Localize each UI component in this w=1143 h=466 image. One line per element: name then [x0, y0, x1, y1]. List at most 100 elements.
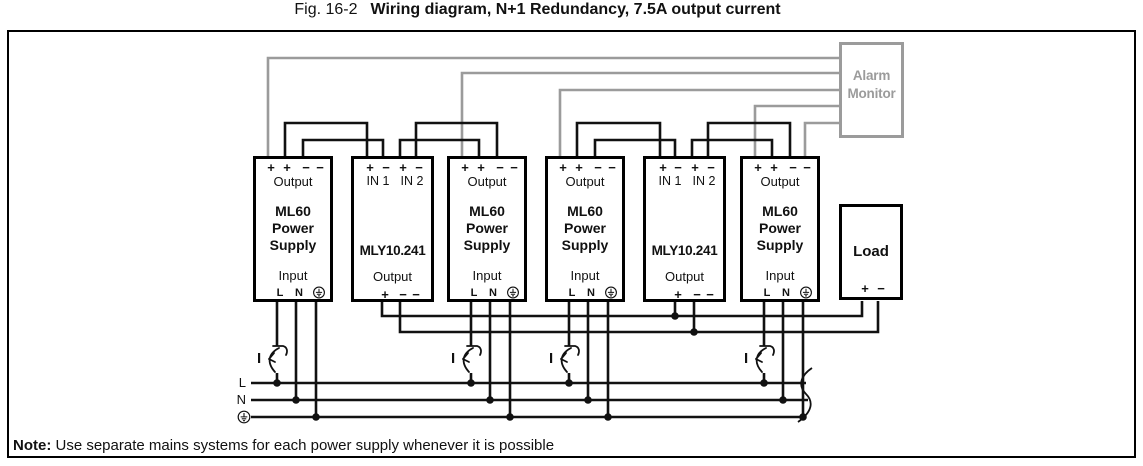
figure-caption: Wiring diagram, N+1 Redundancy, 7.5A out… [370, 1, 781, 18]
figure-title: Fig. 16-2 Wiring diagram, N+1 Redundancy,… [0, 1, 1075, 19]
terminal-minus: − [412, 287, 420, 302]
terminal-plus: + [461, 160, 469, 175]
psu-name: Supply [756, 237, 804, 253]
output-label: Output [565, 174, 605, 189]
dc-output-bus [380, 301, 880, 336]
in2-label: IN 2 [400, 174, 424, 188]
breaker-label: I [451, 350, 456, 367]
psu4-box: + + − − Output ML60 Power Supply Input L… [740, 156, 820, 302]
psu-name: ML60 [275, 203, 311, 219]
terminal-minus: − [877, 281, 885, 296]
terminal-plus: + [283, 160, 291, 175]
alarm-monitor-box: Alarm Monitor [839, 42, 904, 138]
in2-label: IN 2 [692, 174, 716, 188]
terminal-minus: − [706, 287, 714, 302]
earth-icon [605, 286, 618, 299]
psu-name: Supply [269, 237, 317, 253]
terminal-plus: + [659, 160, 667, 175]
load-label: Load [853, 243, 889, 260]
rail-label-line: L [238, 375, 246, 390]
circuit-breaker-symbols [268, 345, 775, 373]
rail-label-neutral: N [236, 392, 246, 407]
terminal-line: L [568, 287, 576, 299]
psu3-box: + + − − Output ML60 Power Supply Input L… [545, 156, 625, 302]
terminal-plus: + [754, 160, 762, 175]
note-label: Note: [13, 437, 52, 454]
terminal-minus: − [399, 287, 407, 302]
terminal-minus: − [693, 287, 701, 302]
note: Note: Use separate mains systems for eac… [13, 437, 554, 454]
input-label: Input [278, 268, 308, 283]
breaker-label: I [549, 350, 554, 367]
input-label: Input [570, 268, 600, 283]
psu-name: Power [563, 220, 607, 236]
terminal-plus: + [559, 160, 567, 175]
dc-minus-bus [398, 301, 880, 334]
output-label: Output [372, 269, 413, 284]
terminal-plus: + [267, 160, 275, 175]
terminal-plus: + [770, 160, 778, 175]
earth-icon [507, 286, 520, 299]
breaker-label: I [257, 350, 262, 367]
terminal-plus: + [691, 160, 699, 175]
terminal-neutral: N [782, 287, 790, 299]
psu1-box: + + − − Output ML60 Power Supply Input L… [253, 156, 333, 302]
mly-name: MLY10.241 [651, 243, 718, 258]
output-label: Output [467, 174, 507, 189]
terminal-minus: − [382, 160, 390, 175]
terminal-minus: − [674, 160, 682, 175]
terminal-neutral: N [295, 287, 303, 299]
input-label: Input [472, 268, 502, 283]
mains-rails [251, 367, 813, 423]
load-box: Load + − [839, 204, 903, 300]
terminal-minus: − [789, 160, 797, 175]
psu-name: Supply [561, 237, 609, 253]
terminal-plus: + [477, 160, 485, 175]
mly-name: MLY10.241 [359, 243, 426, 258]
figure-number: Fig. 16-2 [294, 1, 358, 18]
output-label: Output [664, 269, 705, 284]
earth-icon [800, 286, 813, 299]
terminal-minus: − [803, 160, 811, 175]
terminal-minus: − [415, 160, 423, 175]
psu2-box: + + − − Output ML60 Power Supply Input L… [447, 156, 527, 302]
terminal-line: L [470, 287, 478, 299]
earth-icon [233, 410, 251, 427]
psu-name: ML60 [762, 203, 798, 219]
psu-to-mly-buses [283, 121, 792, 157]
alarm-label: Monitor [847, 86, 896, 101]
mly1-box: + − + − IN 1 IN 2 MLY10.241 Output + − − [351, 156, 434, 302]
psu-name: Supply [463, 237, 511, 253]
output-label: Output [273, 174, 313, 189]
input-label: Input [765, 268, 795, 283]
terminal-line: L [276, 287, 284, 299]
terminal-minus: − [496, 160, 504, 175]
psu-name: Power [271, 220, 315, 236]
terminal-plus: + [861, 281, 869, 296]
output-label: Output [760, 174, 800, 189]
alarm-wires [266, 56, 839, 157]
terminal-neutral: N [489, 287, 497, 299]
earth-icon [313, 286, 326, 299]
diagram-border [7, 30, 1136, 458]
terminal-plus: + [381, 287, 389, 302]
terminal-plus: + [674, 287, 682, 302]
terminal-minus: − [594, 160, 602, 175]
in1-label: IN 1 [366, 174, 390, 188]
terminal-minus: − [302, 160, 310, 175]
terminal-line: L [763, 287, 771, 299]
terminal-minus: − [707, 160, 715, 175]
in1-label: IN 1 [658, 174, 682, 188]
dc-plus-bus [380, 301, 864, 318]
terminal-minus: − [608, 160, 616, 175]
terminal-plus: + [399, 160, 407, 175]
psu-name: Power [758, 220, 802, 236]
psu-name: ML60 [469, 203, 505, 219]
alarm-label: Alarm [852, 68, 891, 83]
psu-name: ML60 [567, 203, 603, 219]
breaker-label: I [744, 350, 749, 367]
terminal-plus: + [366, 160, 374, 175]
note-text: Use separate mains systems for each powe… [55, 437, 555, 454]
